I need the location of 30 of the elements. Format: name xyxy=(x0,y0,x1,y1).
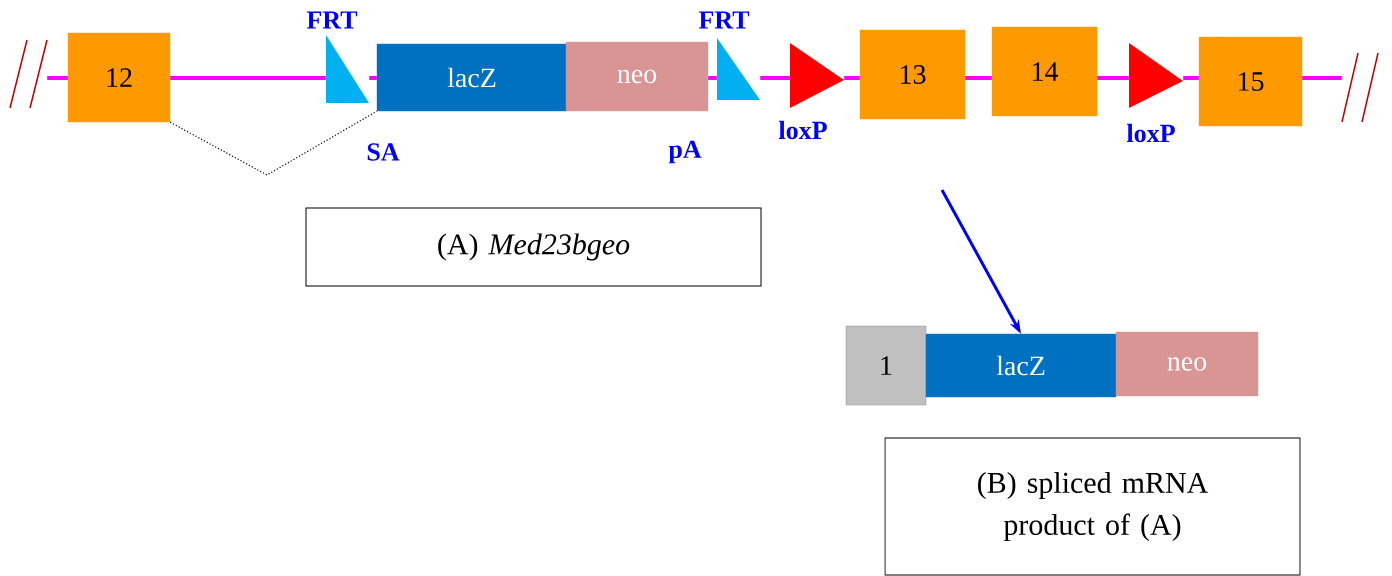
exon-box: 13 xyxy=(859,29,966,120)
genome-line xyxy=(47,76,68,80)
genome-line xyxy=(1302,76,1342,80)
exon-box: 1 xyxy=(845,325,927,406)
break-mark xyxy=(9,39,48,109)
caption-box: (B) spliced mRNA product of (A) xyxy=(884,437,1301,576)
exon-box: 15 xyxy=(1198,36,1303,127)
site-label: pA xyxy=(668,140,702,164)
splice-line xyxy=(169,110,378,176)
genome-line xyxy=(1097,76,1129,80)
genome-line xyxy=(170,76,326,80)
exon-box: 14 xyxy=(991,26,1098,117)
genome-line xyxy=(369,76,377,80)
site-label: FRT xyxy=(698,11,750,29)
site-label: SA xyxy=(367,143,400,161)
break-mark xyxy=(1341,52,1379,123)
genome-line xyxy=(708,76,717,80)
neo-box: neo xyxy=(1115,331,1259,397)
exon-box: 12 xyxy=(67,32,171,123)
genome-line xyxy=(760,76,790,80)
site-label: loxP xyxy=(778,120,827,140)
lacz-box: lacZ xyxy=(925,333,1117,398)
site-label: FRT xyxy=(306,11,358,29)
site-label: loxP xyxy=(1126,123,1175,143)
genome-line xyxy=(844,76,860,80)
neo-box: neo xyxy=(565,41,709,112)
lacz-box: lacZ xyxy=(376,43,568,112)
genome-line xyxy=(965,76,992,80)
genome-line xyxy=(1183,76,1199,80)
caption-box: (A) Med23bgeo xyxy=(305,207,762,287)
